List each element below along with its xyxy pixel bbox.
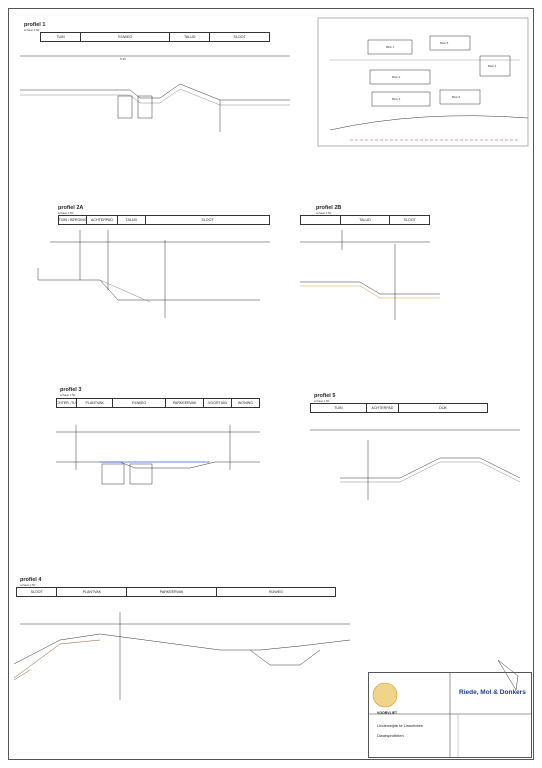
plan-label: Blok 3	[392, 97, 401, 101]
plan-frame	[317, 17, 529, 147]
band-cell: TALUD	[341, 216, 391, 224]
band-cell: SLOOT	[403, 218, 416, 222]
profile-scale: schaal 1:50	[20, 583, 36, 587]
profile-title: profiel 5	[314, 393, 336, 399]
plan-label: Blok 1	[386, 45, 395, 49]
voorvliet-logo-icon	[372, 682, 398, 708]
dimension-label: 5.35	[120, 57, 126, 61]
p1-sub	[20, 88, 290, 106]
company-name: Riede, Mol & Donkers	[459, 689, 526, 696]
band-cell: ACHTERPAD	[87, 216, 118, 224]
drawing-sheet	[8, 8, 534, 760]
profile-title: profiel 4	[20, 577, 42, 583]
p1-drain2	[137, 95, 153, 119]
plan-blok1	[367, 39, 413, 55]
band-cell: RIJWEG	[268, 590, 283, 594]
plan-blok3	[371, 91, 431, 107]
profile-scale: schaal 1:50	[58, 211, 74, 215]
title-block: VOORVLIET Riede, Mol & Donkers Lindenwij…	[368, 672, 532, 758]
p5-dike	[340, 457, 521, 479]
logo-text: VOORVLIET	[377, 711, 398, 715]
p2a-ground	[37, 268, 260, 301]
profile-title: profiel 2B	[316, 205, 342, 211]
band-cell: ACHTERPAD	[367, 404, 400, 412]
profile-scale: schaal 1:50	[316, 211, 332, 215]
plan-label: Blok 2	[392, 75, 401, 79]
profile-scale: schaal 1:50	[60, 393, 76, 397]
p1-drain	[117, 95, 133, 119]
profile-title: profiel 2A	[58, 205, 84, 211]
plan-label: Blok 5	[452, 95, 461, 99]
band-cell: PARKEERVAK	[166, 399, 204, 407]
band-cell: TUIN / BERGING	[59, 216, 88, 224]
p3-ground	[56, 461, 260, 469]
plan-blok4	[479, 55, 511, 77]
profile-band: TUIN ACHTERPAD DIJK	[310, 403, 488, 413]
north-arrow-icon	[497, 659, 519, 691]
band-cell: SLOOT	[17, 588, 58, 596]
band-cell: SLOOT	[233, 35, 246, 39]
p4-foundation	[249, 649, 321, 666]
profile-band: TALUD SLOOT	[300, 215, 430, 225]
band-cell: TALUD	[170, 33, 211, 41]
project-name: Lindenwijde te Linschoten	[377, 723, 424, 728]
p3-drain	[101, 463, 125, 485]
band-cell: VOORTUIN	[204, 399, 232, 407]
band-cell: PLANTVAK	[57, 588, 128, 596]
profile-scale: schaal 1:50	[314, 399, 330, 403]
p1-ground	[20, 83, 290, 101]
band-cell: SLOOT	[201, 218, 214, 222]
band-cell: RIJWEG	[81, 33, 171, 41]
plan-label: Blok 6	[440, 41, 449, 45]
band-cell: TALUD	[118, 216, 146, 224]
profile-scale: schaal 1:50	[24, 28, 40, 32]
band-cell: TUIN	[41, 33, 82, 41]
plan-blok5	[439, 89, 481, 105]
profile-title: profiel 1	[24, 22, 46, 28]
plan-label: Blok 4	[488, 64, 497, 68]
profile-title: profiel 3	[60, 387, 82, 393]
band-cell: ACHTER -TUIN	[57, 399, 78, 407]
profile-band: TUIN / BERGING ACHTERPAD TALUD SLOOT	[58, 215, 270, 225]
p2b-ground	[300, 281, 440, 295]
band-cell: PARKEERVAK	[127, 588, 217, 596]
band-cell: WONING	[237, 401, 254, 405]
drawing-subject: Dwarsprofielen	[377, 733, 404, 738]
plan-road	[329, 115, 529, 131]
profile-band: ACHTER -TUIN PLANTVAK RIJWEG PARKEERVAK …	[56, 398, 260, 408]
band-cell: DIJK	[439, 406, 447, 410]
profile-band: TUIN RIJWEG TALUD SLOOT	[40, 32, 270, 42]
band-cell: PLANTVAK	[77, 399, 114, 407]
plan-blok6	[429, 35, 471, 51]
plan-blok2	[369, 69, 431, 85]
p4-ground	[13, 633, 351, 665]
band-cell: RIJWEG	[113, 399, 167, 407]
band-cell: TUIN	[311, 404, 367, 412]
profile-band: SLOOT PLANTVAK PARKEERVAK RIJWEG	[16, 587, 336, 597]
